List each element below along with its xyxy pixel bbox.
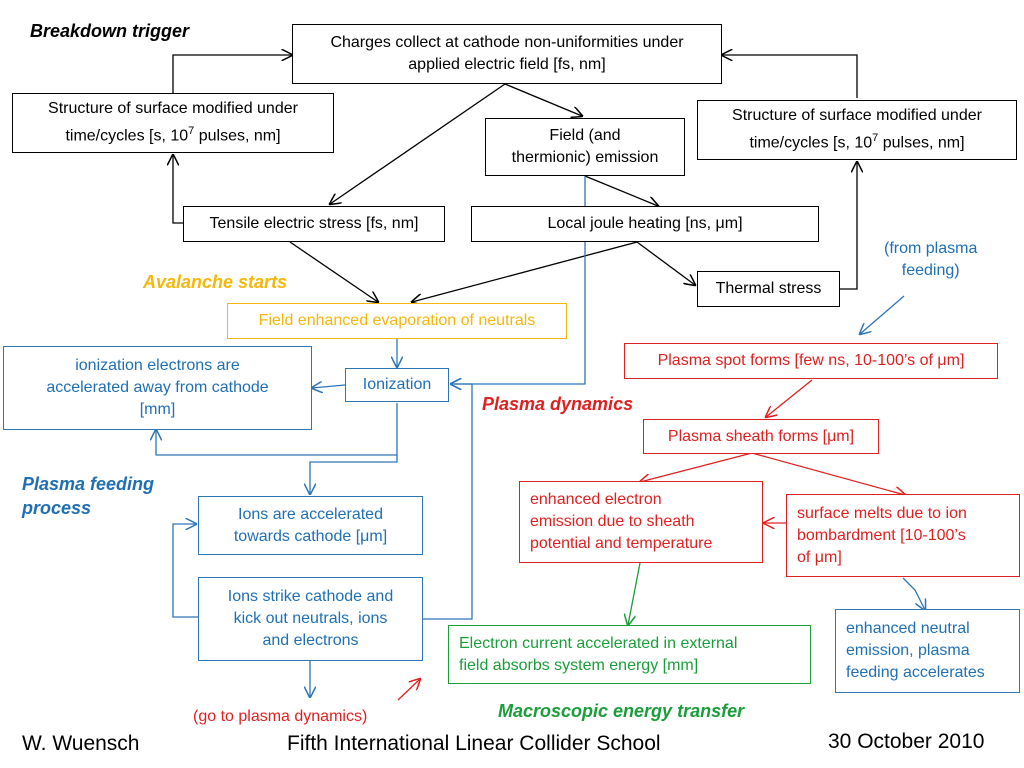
box-neutral-line1: enhanced neutral xyxy=(846,620,970,637)
box-surface-modified-left: Structure of surface modified under time… xyxy=(12,93,334,153)
box-electron-line3: potential and temperature xyxy=(530,535,713,552)
box-surface-left-line1: Structure of surface modified under xyxy=(48,100,298,118)
box-ionization-electrons: ionization electrons are accelerated awa… xyxy=(3,346,312,430)
box-ions-accel-line1: Ions are accelerated xyxy=(238,505,383,523)
box-thermal-stress: Thermal stress xyxy=(697,271,840,307)
arrow-from-plasma-feeding xyxy=(860,295,905,334)
box-charges-collect: Charges collect at cathode non-uniformit… xyxy=(292,24,722,84)
box-plasma-sheath-text: Plasma sheath forms [μm] xyxy=(667,427,855,445)
box-neutral-line2: emission, plasma xyxy=(846,642,970,659)
footer-author: W. Wuensch xyxy=(22,732,140,755)
arrow-ions-strike-loop xyxy=(172,524,198,618)
footer-event: Fifth International Linear Collider Scho… xyxy=(287,732,661,755)
arrow-surface-melts-to-neutral xyxy=(902,577,925,610)
box-ionization: Ionization xyxy=(345,368,449,402)
box-surface-right-line2: time/cycles [s, 107 pulses, nm] xyxy=(732,127,982,154)
box-enhanced-electron: enhanced electron emission due to sheath… xyxy=(519,481,763,563)
arrow-ionization-to-electrons xyxy=(312,385,346,388)
arrow-tensile-to-surface-left xyxy=(173,155,183,224)
box-surface-modified-right: Structure of surface modified under time… xyxy=(697,100,1017,160)
box-neutral-line3: feeding accelerates xyxy=(846,664,985,681)
surface-right-text-a: time/cycles [s, 10 xyxy=(749,134,873,152)
note-from-plasma-line1: (from plasma xyxy=(884,240,978,257)
note-from-plasma-line2: feeding) xyxy=(901,262,960,279)
arrow-sheath-to-electron-emission xyxy=(640,452,753,482)
arrow-surface-right-to-charges xyxy=(722,55,858,98)
arrow-ionization-to-electrons-loop xyxy=(156,403,398,456)
box-melts-line2: bombardment [10-100’s xyxy=(797,526,966,544)
box-surface-melts: surface melts due to ion bombardment [10… xyxy=(786,494,1020,577)
box-electron-line2: emission due to sheath xyxy=(530,513,695,530)
box-plasma-spot-text: Plasma spot forms [few ns, 10-100’s of μ… xyxy=(657,352,965,369)
box-field-emission: Field (and thermionic) emission xyxy=(485,118,685,176)
arrow-thermal-to-surface-right xyxy=(840,162,857,290)
box-joule-heating: Local joule heating [ns, μm] xyxy=(471,206,819,242)
arrow-joule-to-thermal xyxy=(636,241,695,285)
box-ion-electrons-line2: accelerated away from cathode xyxy=(46,379,269,396)
box-electron-line1: enhanced electron xyxy=(530,491,662,508)
box-ion-electrons-line1: ionization electrons are xyxy=(75,357,240,374)
box-tensile-stress: Tensile electric stress [fs, nm] xyxy=(183,206,445,242)
arrow-charges-to-field-emission xyxy=(504,83,582,116)
surface-right-text-b: pulses, nm] xyxy=(878,134,965,152)
label-plasma-feeding-line2: process xyxy=(22,498,92,518)
arrow-emission-to-current xyxy=(628,562,641,625)
label-macroscopic-energy: Macroscopic energy transfer xyxy=(498,701,745,721)
box-joule-text: Local joule heating [ns, μm] xyxy=(547,215,743,232)
box-field-emission-line1: Field (and xyxy=(549,127,621,144)
box-current-line1: Electron current accelerated in external xyxy=(459,634,738,652)
label-avalanche-starts: Avalanche starts xyxy=(143,272,288,292)
surface-left-text-b: pulses, nm] xyxy=(194,127,281,145)
surface-left-text-a: time/cycles [s, 10 xyxy=(65,127,189,145)
arrow-joule-to-evaporation xyxy=(412,241,638,302)
note-go-to-plasma-dynamics: (go to plasma dynamics) xyxy=(193,708,368,725)
box-enhanced-neutral: enhanced neutral emission, plasma feedin… xyxy=(835,609,1020,693)
box-melts-line1: surface melts due to ion xyxy=(797,504,967,522)
box-plasma-sheath: Plasma sheath forms [μm] xyxy=(643,419,879,454)
box-electron-current: Electron current accelerated in external… xyxy=(448,625,811,684)
arrow-spot-to-sheath xyxy=(766,379,813,417)
label-plasma-feeding-line1: Plasma feeding xyxy=(22,474,155,494)
box-charges-line2: applied electric field [fs, nm] xyxy=(408,56,606,73)
box-field-emission-line2: thermionic) emission xyxy=(511,149,659,166)
label-plasma-feeding: Plasma feeding process xyxy=(22,474,154,519)
arrow-charges-to-tensile xyxy=(330,83,506,204)
box-field-evaporation: Field enhanced evaporation of neutrals xyxy=(227,303,567,339)
box-ionization-text: Ionization xyxy=(362,376,432,393)
box-ions-strike-line3: and electrons xyxy=(262,632,359,649)
box-current-line2: field absorbs system energy [mm] xyxy=(459,656,699,674)
arrow-tensile-to-evaporation xyxy=(289,241,378,302)
label-breakdown-trigger: Breakdown trigger xyxy=(30,21,190,41)
arrow-surface-left-to-charges xyxy=(172,55,292,93)
label-plasma-dynamics: Plasma dynamics xyxy=(482,394,634,414)
arrow-ions-strike-to-ionization xyxy=(423,384,473,620)
box-ions-strike-line2: kick out neutrals, ions xyxy=(233,610,388,627)
box-plasma-spot: Plasma spot forms [few ns, 10-100’s of μ… xyxy=(624,343,998,379)
box-surface-left-line2: time/cycles [s, 107 pulses, nm] xyxy=(48,120,298,147)
box-charges-line1: Charges collect at cathode non-uniformit… xyxy=(330,34,684,51)
box-ions-accelerated: Ions are accelerated towards cathode [μm… xyxy=(198,496,423,555)
box-surface-right-line1: Structure of surface modified under xyxy=(732,107,982,125)
box-ions-accel-line2: towards cathode [μm] xyxy=(233,527,388,545)
arrow-field-emission-to-ionization xyxy=(451,176,586,384)
box-tensile-text: Tensile electric stress [fs, nm] xyxy=(209,215,419,232)
arrow-go-to-plasma xyxy=(397,679,420,701)
footer-date: 30 October 2010 xyxy=(828,730,985,753)
surface-right-exponent: 7 xyxy=(872,132,879,145)
note-from-plasma-feeding: (from plasma feeding) xyxy=(884,238,977,282)
box-ion-electrons-line3: [mm] xyxy=(139,401,176,418)
box-thermal-text: Thermal stress xyxy=(715,280,822,297)
box-ions-strike-line1: Ions strike cathode and xyxy=(227,588,394,605)
arrow-ionization-to-ions-accelerated xyxy=(310,455,398,494)
arrow-sheath-to-surface-melts xyxy=(751,452,905,495)
box-ions-strike: Ions strike cathode and kick out neutral… xyxy=(198,577,423,661)
box-melts-line3: of μm] xyxy=(797,548,842,566)
box-evaporation-text: Field enhanced evaporation of neutrals xyxy=(258,312,536,329)
arrow-field-emission-to-joule xyxy=(584,175,658,206)
surface-left-exponent: 7 xyxy=(188,125,195,138)
